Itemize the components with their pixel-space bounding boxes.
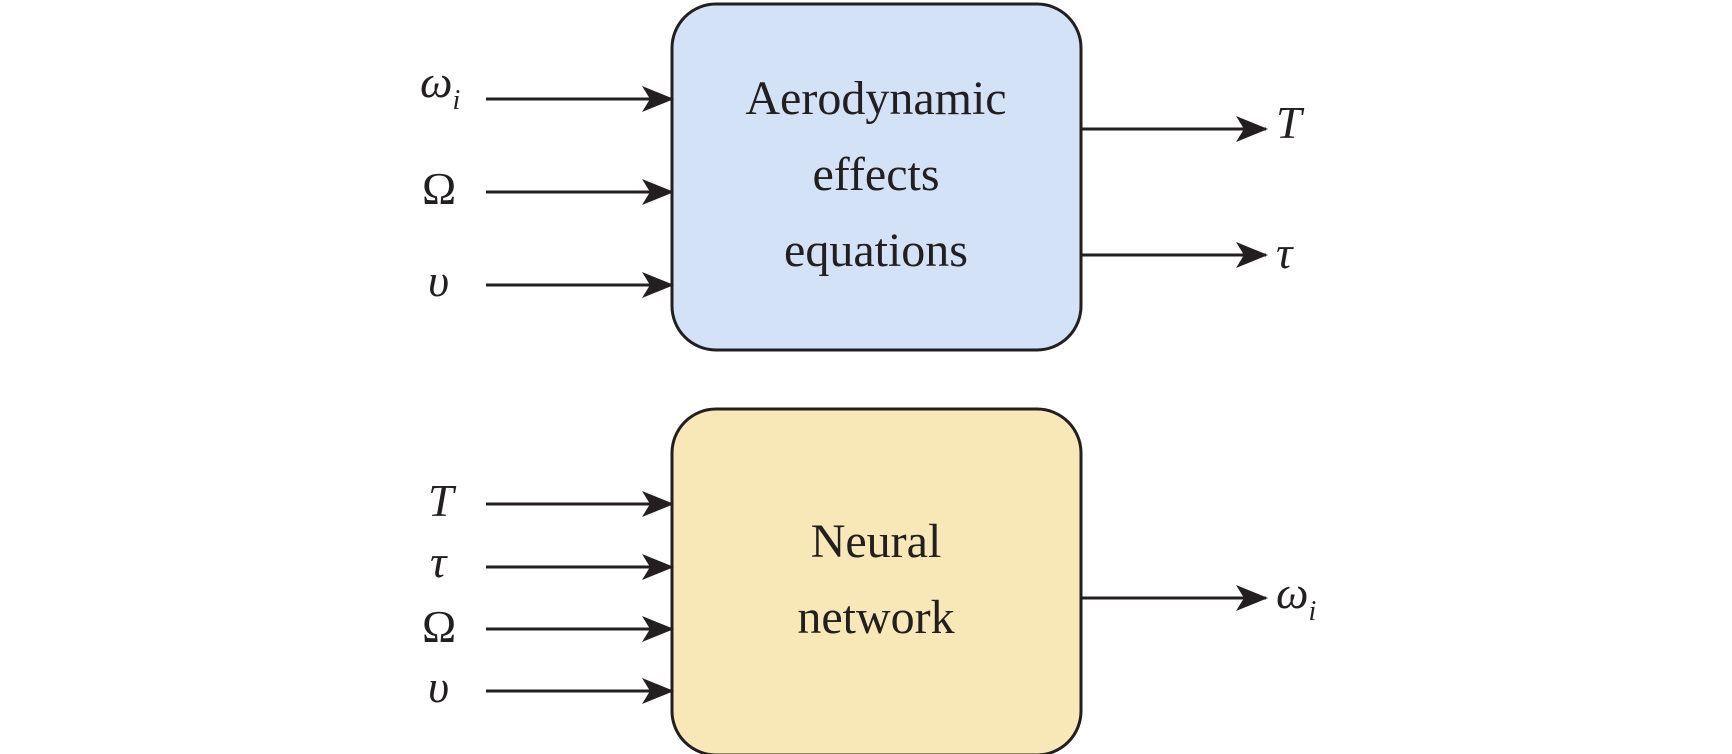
aerodynamic-output-thrust: T [1081, 97, 1305, 148]
aerodynamic-input-omega-i: ωi [420, 56, 674, 116]
neural-input-thrust: T [428, 475, 674, 526]
neural-input-torque: τ [430, 536, 674, 587]
input-label: Ω [422, 163, 456, 214]
aerodynamic-input-upsilon: υ [428, 255, 674, 306]
neural-network-box [670, 407, 1083, 754]
aerodynamic-title-line-3: equations [784, 224, 968, 277]
neural-network-block: Neural network T τ Ω υ ωi [422, 407, 1316, 754]
aerodynamic-box [670, 2, 1083, 352]
output-label: T [1276, 97, 1305, 148]
neural-network-title-line-1: Neural [811, 515, 942, 568]
input-label: υ [428, 255, 449, 306]
input-label: υ [428, 661, 449, 712]
input-label: ωi [420, 56, 460, 116]
aerodynamic-input-capital-omega: Ω [422, 163, 674, 214]
aerodynamic-block: Aerodynamic effects equations ωi Ω υ T τ [420, 2, 1305, 352]
input-label: Ω [422, 601, 456, 652]
neural-input-upsilon: υ [428, 661, 674, 712]
input-label: T [428, 475, 457, 526]
neural-network-title-line-2: network [797, 591, 954, 644]
aerodynamic-output-torque: τ [1081, 227, 1294, 278]
input-label: τ [430, 536, 448, 587]
neural-input-capital-omega: Ω [422, 601, 674, 652]
neural-output-omega-i: ωi [1081, 567, 1316, 627]
output-label: ωi [1276, 567, 1316, 627]
aerodynamic-title-line-1: Aerodynamic [745, 72, 1006, 125]
output-label: τ [1276, 227, 1294, 278]
aerodynamic-title-line-2: effects [812, 148, 939, 201]
